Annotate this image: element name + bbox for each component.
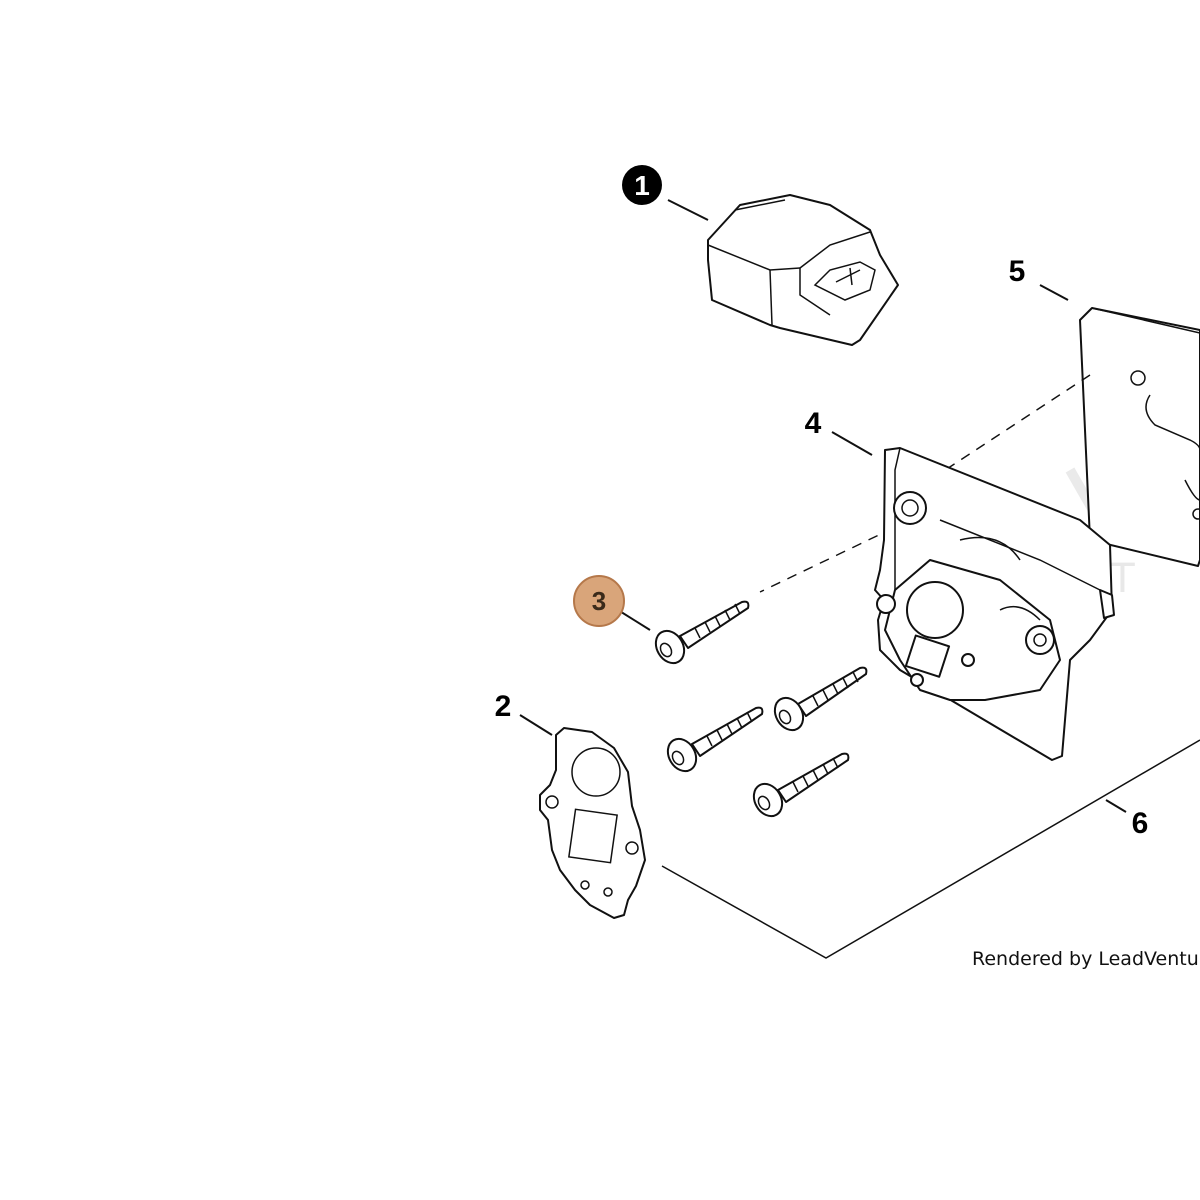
screw-highlighted (654, 600, 750, 665)
callout-2[interactable]: 2 (495, 690, 512, 723)
screw-3 (773, 666, 868, 732)
callout-5[interactable]: 5 (1009, 255, 1026, 288)
part-5-gasket (1079, 307, 1200, 567)
leader-lines (519, 199, 1127, 813)
callout-6[interactable]: 6 (1132, 807, 1149, 840)
callout-1-label: 1 (634, 170, 650, 201)
part-6-assembly-lines (661, 739, 1200, 959)
callout-1[interactable]: 1 (622, 165, 662, 205)
callout-4[interactable]: 4 (805, 407, 822, 440)
part-2-gasket (539, 727, 646, 919)
screw-4 (752, 752, 850, 818)
part-1-cover (707, 194, 899, 346)
callout-3-label: 3 (592, 586, 606, 616)
part-3-screws (654, 600, 868, 818)
render-credit: Rendered by LeadVenture, I (972, 948, 1200, 970)
part-4-flange (874, 447, 1115, 761)
screw-2 (666, 706, 764, 773)
callout-3-highlighted[interactable]: 3 (573, 575, 625, 627)
